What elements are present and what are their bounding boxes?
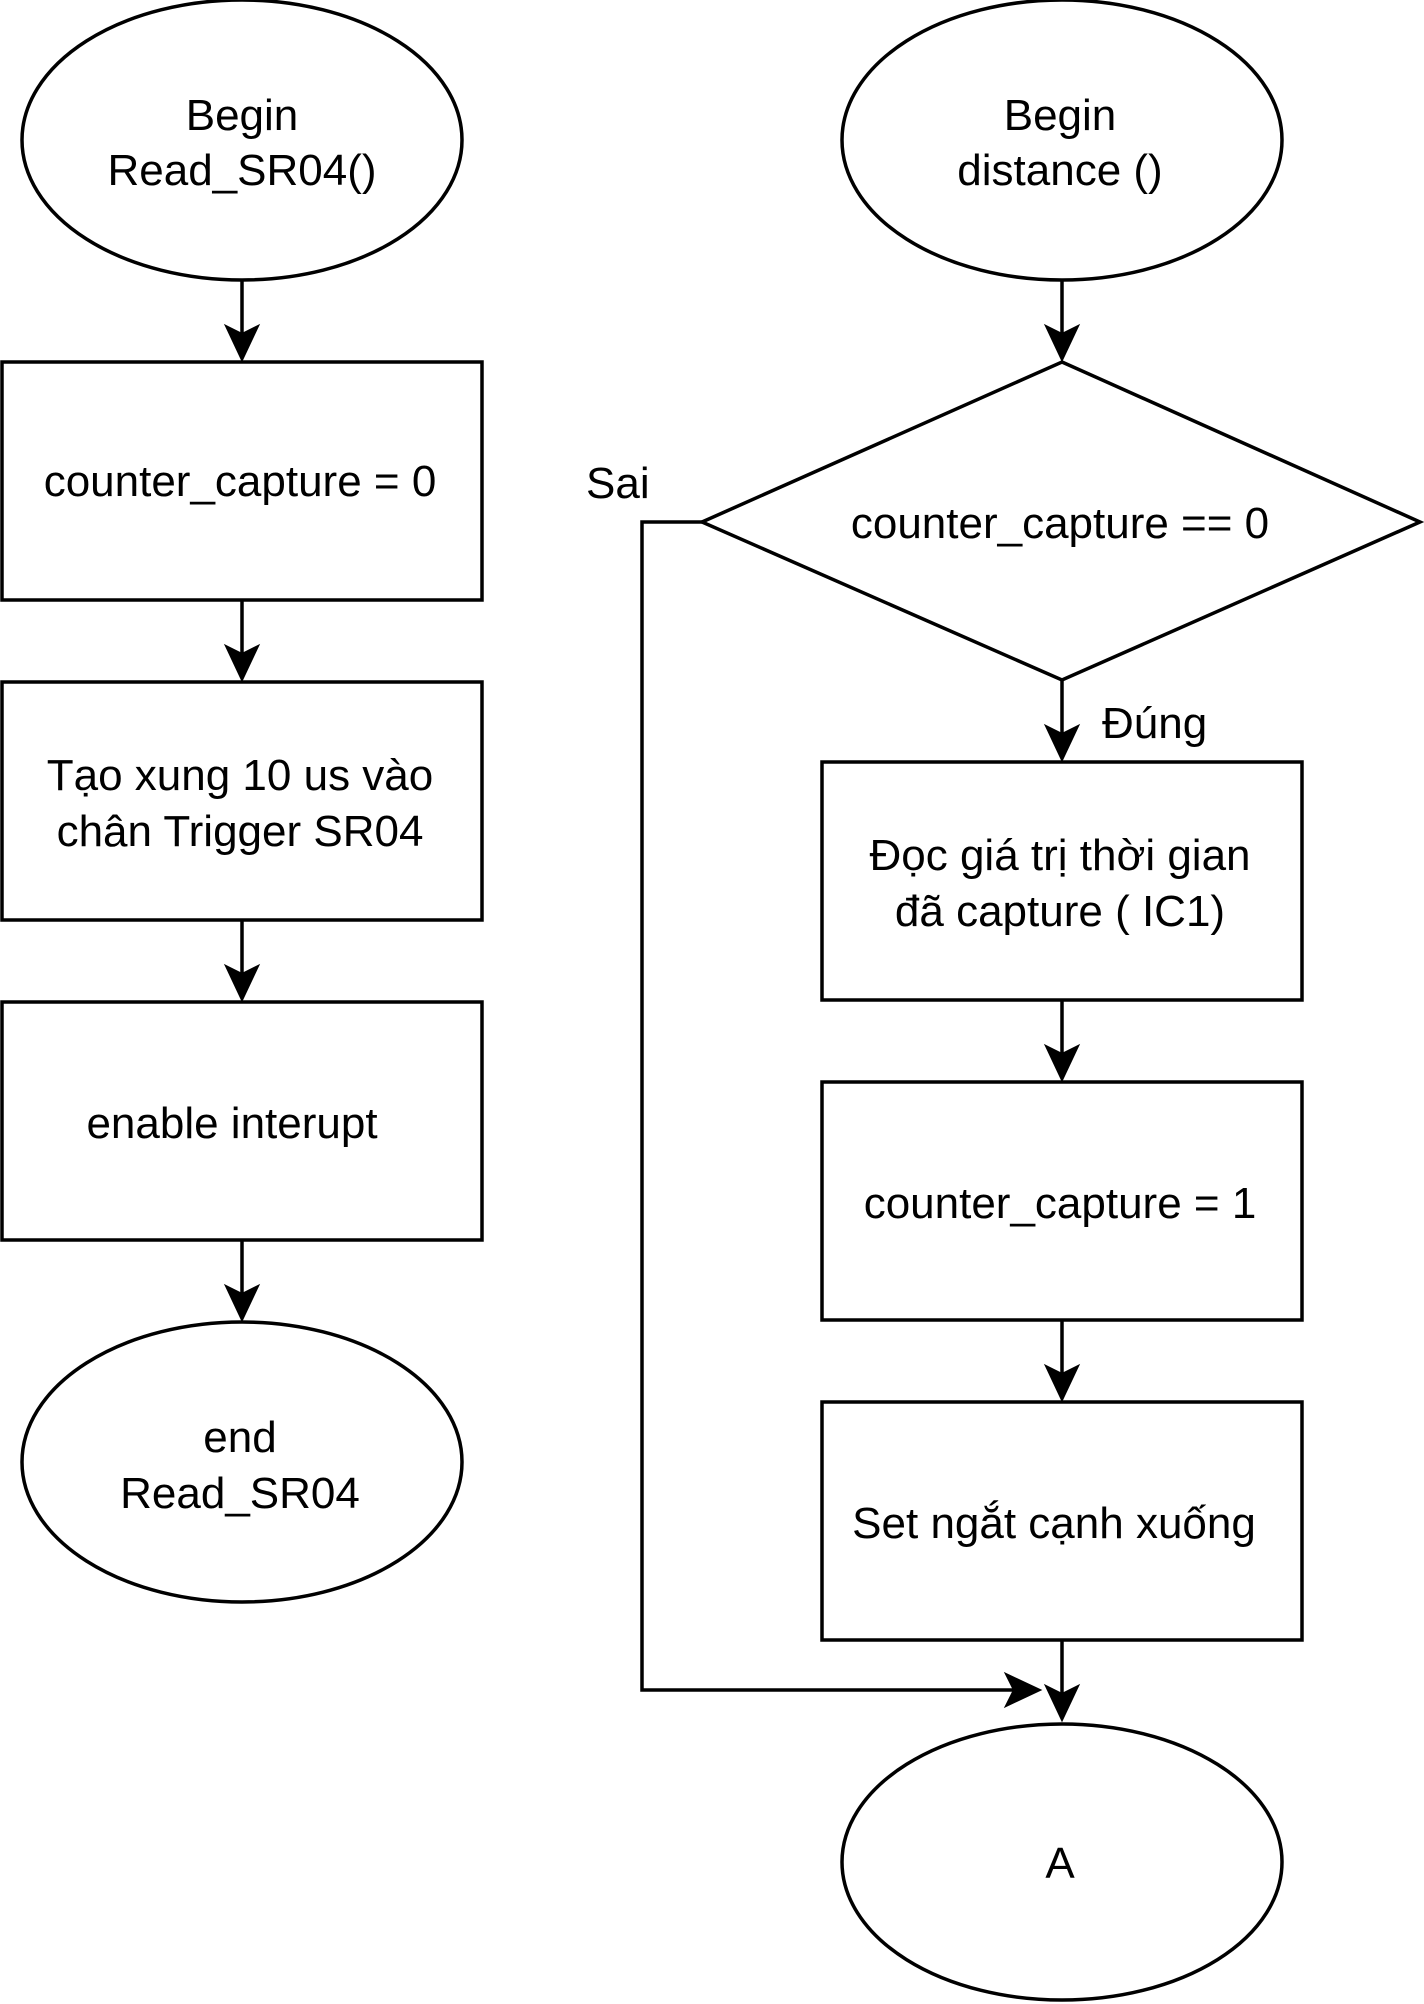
right-start-terminal[interactable]: Begin distance (): [840, 0, 1284, 282]
right-step2-process[interactable]: counter_capture = 1: [820, 1080, 1304, 1322]
right-start-label-line2: distance (): [957, 146, 1162, 195]
right-end-connector[interactable]: A: [840, 1722, 1284, 2002]
right-arrow-start-to-decision: [1043, 280, 1081, 363]
right-step1-label-line2: đã capture ( IC1): [895, 887, 1225, 936]
right-arrow-decision-to-step1: [1043, 680, 1081, 763]
right-step1-label-line1: Đọc giá trị thời gian: [869, 831, 1250, 880]
right-step3-process[interactable]: Set ngắt cạnh xuống: [820, 1400, 1304, 1642]
right-step1-process[interactable]: Đọc giá trị thời gian đã capture ( IC1): [820, 760, 1304, 1002]
left-step1-label: counter_capture = 0: [44, 457, 437, 506]
right-arrow-step2-to-step3: [1043, 1320, 1081, 1403]
left-step2-label-line2: chân Trigger SR04: [57, 807, 424, 856]
left-step3-label: enable interupt: [86, 1099, 377, 1148]
left-start-label-line2: Read_SR04(): [107, 146, 376, 195]
left-step2-process[interactable]: Tạo xung 10 us vào chân Trigger SR04: [0, 680, 484, 922]
right-decision[interactable]: counter_capture == 0: [697, 360, 1424, 682]
left-flowchart: Begin Read_SR04() counter_capture = 0 Tạ…: [0, 0, 484, 1604]
left-start-terminal[interactable]: Begin Read_SR04(): [20, 0, 464, 282]
left-arrow-step3-to-end: [223, 1240, 261, 1323]
left-arrow-step1-to-step2: [223, 600, 261, 683]
right-step2-label: counter_capture = 1: [864, 1179, 1257, 1228]
left-end-terminal[interactable]: end Read_SR04: [20, 1320, 464, 1604]
left-end-label-line1: end: [203, 1413, 276, 1462]
right-flowchart: Begin distance () counter_capture == 0 S…: [586, 0, 1424, 2002]
right-arrow-step3-to-end: [1043, 1640, 1081, 1723]
right-step3-label: Set ngắt cạnh xuống: [852, 1499, 1256, 1548]
right-end-label: A: [1045, 1839, 1075, 1888]
right-start-label-line1: Begin: [1004, 91, 1117, 140]
left-start-label-line1: Begin: [186, 91, 299, 140]
left-arrow-step2-to-step3: [223, 920, 261, 1003]
decision-false-label: Sai: [586, 459, 650, 508]
right-decision-label: counter_capture == 0: [851, 499, 1269, 548]
left-step2-label-line1: Tạo xung 10 us vào: [47, 751, 433, 800]
left-end-label-line2: Read_SR04: [120, 1469, 360, 1518]
decision-false-branch-connector: [640, 520, 1043, 1709]
right-arrow-step1-to-step2: [1043, 1000, 1081, 1083]
decision-true-label: Đúng: [1102, 699, 1207, 748]
left-step3-process[interactable]: enable interupt: [0, 1000, 484, 1242]
left-arrow-start-to-step1: [223, 280, 261, 363]
left-step1-process[interactable]: counter_capture = 0: [0, 360, 484, 602]
